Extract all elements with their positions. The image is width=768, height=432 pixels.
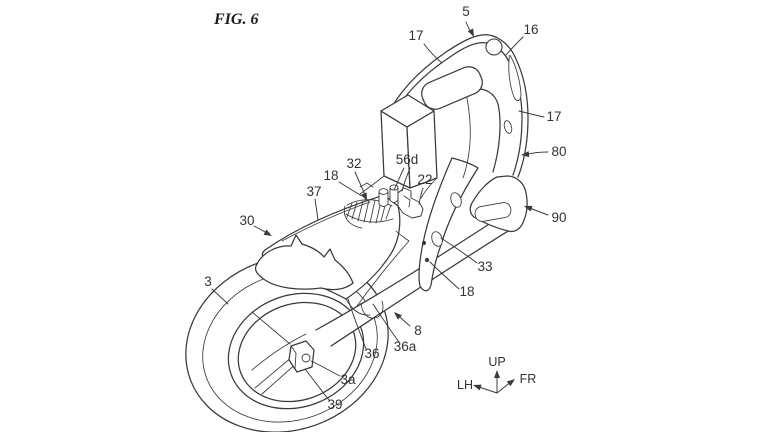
ref-label-16: 16 — [523, 22, 538, 37]
axis-label-up: UP — [488, 355, 505, 369]
axle-bolt — [301, 353, 311, 363]
ref-label-3a: 3a — [340, 372, 356, 387]
ref-label-8: 8 — [414, 323, 422, 338]
axis-label-lh: LH — [457, 378, 473, 392]
wheel-disc-edge — [251, 333, 307, 371]
leader-33 — [440, 237, 478, 264]
cowl-recess — [421, 66, 483, 110]
leader-39 — [304, 368, 330, 401]
lh-arrow-icon — [473, 384, 482, 391]
ref-label-32: 32 — [346, 156, 361, 171]
post-left-top — [378, 188, 389, 195]
ref-label-80: 80 — [551, 144, 566, 159]
rim-outer — [227, 292, 365, 410]
lower-rear-body — [469, 175, 528, 233]
axes-lines — [475, 372, 513, 394]
ref-label-18-upper: 18 — [323, 168, 338, 183]
reference-labels: 5 17 16 17 80 90 32 56d 18 22 37 30 3 33… — [204, 4, 566, 412]
ref-label-90: 90 — [551, 210, 566, 225]
leader-3a — [310, 360, 341, 377]
ref-label-39: 39 — [327, 397, 342, 412]
cowl-top-hole — [485, 38, 503, 56]
latch-bracket-edge — [403, 195, 411, 208]
leader-3 — [211, 288, 229, 305]
leader-17-top — [423, 43, 443, 64]
leader-37 — [314, 198, 319, 221]
spring-coils — [346, 199, 392, 224]
leader-22 — [418, 187, 424, 205]
fender-outline — [254, 234, 354, 291]
up-arrow-icon — [494, 370, 500, 378]
cowl-outer-edge — [385, 34, 529, 178]
ref-label-36a: 36a — [394, 339, 417, 354]
ref-label-56d: 56d — [396, 152, 419, 167]
bracket-bolt-lower — [424, 257, 430, 263]
frame-bracket — [418, 157, 479, 292]
seat-base-lines — [359, 175, 438, 199]
ref-label-17-side: 17 — [546, 109, 561, 124]
ref-label-36: 36 — [364, 346, 379, 361]
ref-label-17-top: 17 — [408, 28, 423, 43]
axle-edge-line — [290, 345, 297, 370]
ref-label-22: 22 — [417, 172, 432, 187]
leader-lines — [211, 21, 549, 401]
ref-label-3: 3 — [204, 274, 212, 289]
latch-bracket — [397, 187, 424, 219]
ref-label-37: 37 — [306, 184, 321, 199]
axis-label-fr: FR — [520, 372, 537, 386]
leader-36 — [347, 298, 367, 350]
rear-cowl — [385, 34, 529, 179]
seat-top-face — [380, 94, 435, 128]
arrowhead-80 — [521, 151, 530, 158]
spoke-lines — [251, 311, 299, 395]
fr-arrow-icon — [506, 379, 515, 387]
arrowhead-8 — [394, 312, 402, 320]
leader-18-lower — [429, 261, 460, 290]
ref-label-18-lower: 18 — [459, 284, 474, 299]
bracket-hole-upper — [450, 192, 462, 208]
leader-18-upper — [338, 181, 363, 197]
ref-label-30: 30 — [239, 213, 254, 228]
figure-title: FIG. 6 — [213, 11, 258, 28]
cowl-side-vent — [508, 54, 522, 101]
leader-16 — [505, 36, 524, 56]
leader-56d — [393, 167, 411, 192]
swingarm-body — [316, 214, 513, 346]
seat-lock-assembly — [343, 175, 438, 229]
arrowhead-32 — [361, 192, 367, 201]
leader-36a — [372, 303, 400, 343]
arrowhead-30 — [263, 229, 272, 236]
cowl-panel-seam — [462, 92, 471, 179]
axle-block — [288, 340, 315, 373]
post-left — [378, 192, 389, 207]
body-lower-corner — [345, 298, 384, 319]
lower-body-slot — [474, 202, 512, 222]
seat-cushion — [380, 94, 438, 189]
ref-label-33: 33 — [477, 259, 492, 274]
spring-bowl — [343, 205, 363, 229]
ref-label-5: 5 — [462, 4, 470, 19]
arrowhead-90 — [524, 205, 533, 212]
bracket-outline — [418, 157, 479, 292]
leader-17-side — [518, 110, 545, 118]
bracket-hole-lower — [431, 231, 443, 247]
mount-posts — [378, 184, 399, 207]
arrowhead-5 — [467, 28, 474, 37]
bracket-bolt-upper — [421, 240, 427, 246]
stay-cover-edge — [356, 230, 410, 307]
cowl-side-hole — [503, 120, 513, 134]
fender — [254, 234, 354, 291]
orientation-axes: UP LH FR — [457, 355, 537, 394]
